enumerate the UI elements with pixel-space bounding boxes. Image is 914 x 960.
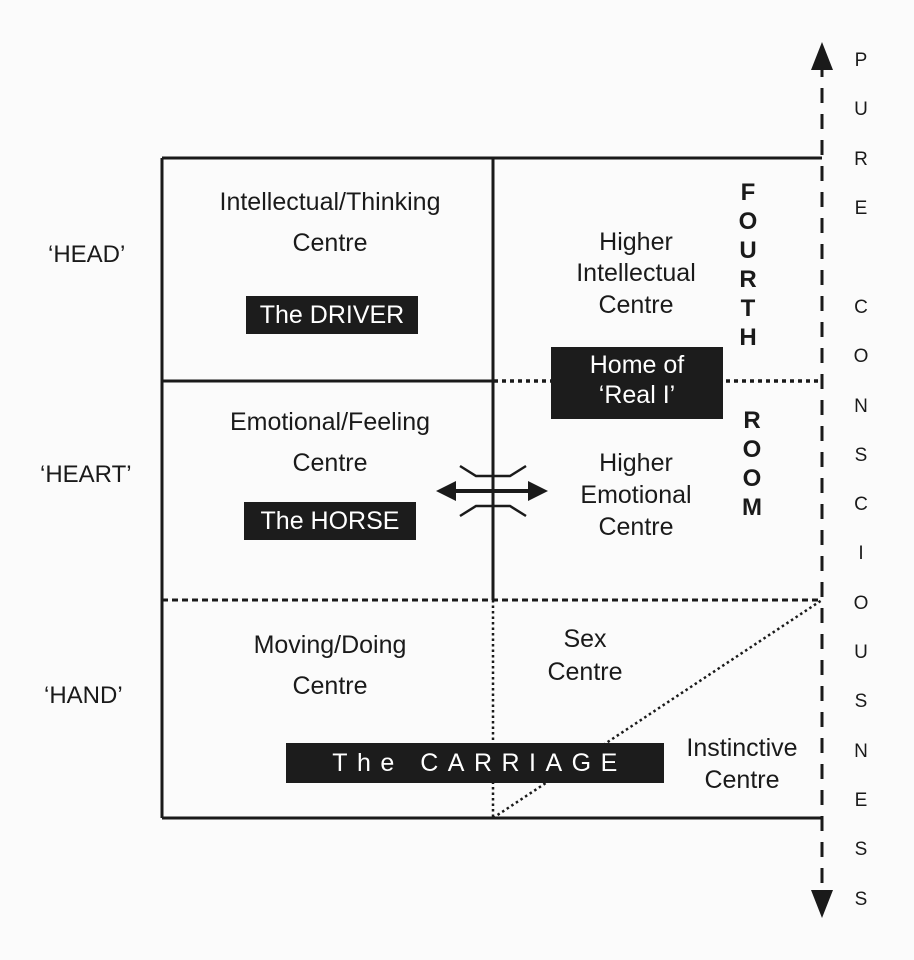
arrow-down-icon <box>811 890 833 918</box>
moving-centre-title: Moving/Doing <box>253 631 407 659</box>
higher-intellectual-line1: Higher <box>599 228 673 256</box>
fourth-vertical-text: F O U R T H <box>738 179 758 351</box>
instinctive-centre-subtitle: Centre <box>704 766 780 794</box>
row-label-head: ‘HEAD’ <box>48 241 126 268</box>
home-of-real-i-box: Home of ‘Real I’ <box>551 347 723 419</box>
room-vertical-text: R O O M <box>742 407 762 521</box>
row-label-hand: ‘HAND’ <box>44 682 123 709</box>
exchange-arrow-left-icon <box>436 481 456 501</box>
real-i-text: ‘Real I’ <box>598 381 676 409</box>
valve-top-icon <box>459 464 527 478</box>
emotional-centre-title: Emotional/Feeling <box>229 408 431 436</box>
higher-intellectual-line2: Intellectual <box>576 259 696 287</box>
pure-vertical-label: P U R E <box>854 50 868 219</box>
intellectual-centre-title: Intellectual/Thinking <box>219 188 441 216</box>
higher-intellectual-line3: Centre <box>598 291 674 319</box>
sex-centre-subtitle: Centre <box>547 658 623 686</box>
home-of-text: Home of <box>589 351 685 379</box>
intellectual-centre-subtitle: Centre <box>292 229 368 257</box>
carriage-label: The CARRIAGE <box>286 743 664 783</box>
exchange-arrow-right-icon <box>528 481 548 501</box>
consciousness-vertical-label: C O N S C I O U S N E S S <box>853 297 869 910</box>
sex-centre-title: Sex <box>563 625 607 653</box>
emotional-centre-subtitle: Centre <box>292 449 368 477</box>
arrow-up-icon <box>811 42 833 70</box>
row-label-heart: ‘HEART’ <box>40 461 132 488</box>
horse-label: The HORSE <box>244 502 416 540</box>
driver-label: The DRIVER <box>246 296 418 334</box>
higher-emotional-line2: Emotional <box>580 481 692 509</box>
higher-emotional-line1: Higher <box>599 449 673 477</box>
instinctive-centre-title: Instinctive <box>686 734 798 762</box>
higher-emotional-line3: Centre <box>598 513 674 541</box>
moving-centre-subtitle: Centre <box>292 672 368 700</box>
valve-bottom-icon <box>459 504 527 518</box>
